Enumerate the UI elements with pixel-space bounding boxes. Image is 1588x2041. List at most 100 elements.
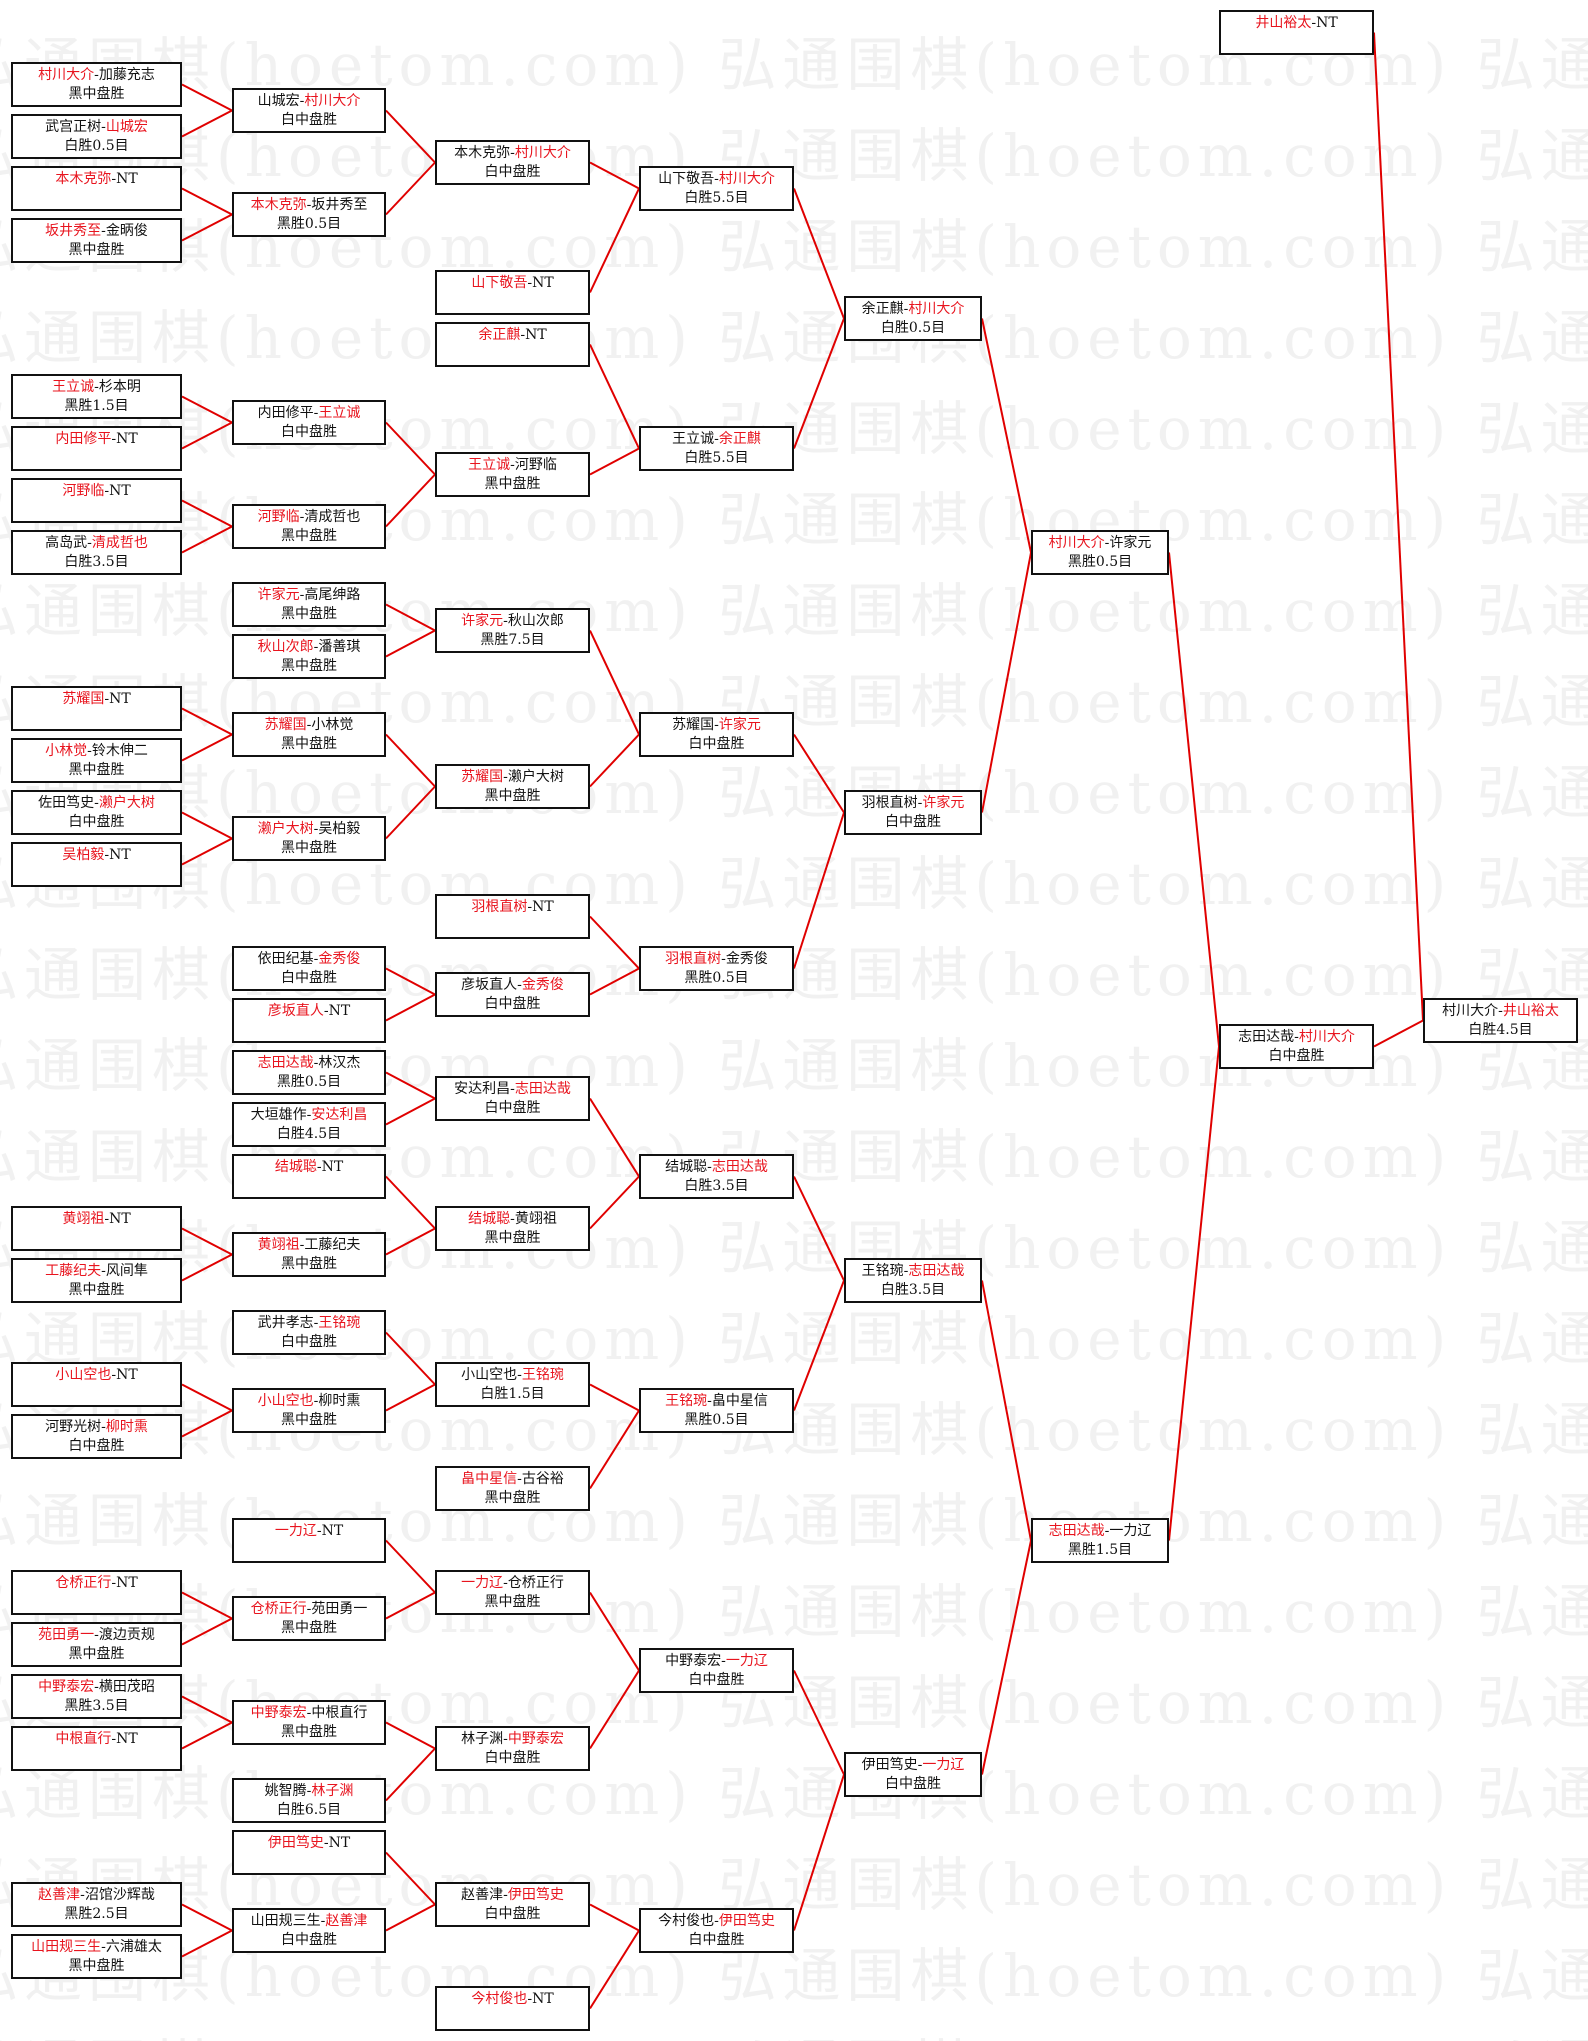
match-result: 黑胜0.5目 [276,216,342,232]
match-box: 王铭琬-志田达哉白胜3.5目 [844,1258,982,1303]
separator: - [503,769,508,785]
player-1: 依田纪基 [257,951,314,967]
connector-line [981,1280,1032,1541]
match-result: 黑中盘胜 [281,1724,337,1740]
match-players: 苏耀国-NT [62,691,130,707]
separator: - [306,1783,312,1799]
player-1: 苏耀国 [62,691,105,707]
player-1: 苏耀国 [264,717,307,733]
connector-line [589,915,640,970]
player-2: 山城宏 [105,119,148,135]
player-2: 金秀俊 [725,951,768,967]
match-box: 河野光树-柳时熏白中盘胜 [11,1414,182,1459]
match-players: 羽根直树-NT [471,899,553,915]
player-2: 潘善琪 [318,639,361,655]
match-box: 秋山次郎-潘善琪黑中盘胜 [232,634,386,679]
connector-line [181,1617,233,1646]
match-box: 小林觉-铃木伸二黑中盘胜 [11,738,182,783]
player-2: NT [532,1991,554,2007]
player-1: 河野临 [62,483,105,499]
player-2: 一力辽 [725,1653,768,1669]
player-1: 大垣雄作 [250,1107,307,1123]
connector-line [589,1591,640,1672]
match-box: 内田修平-NT [11,426,182,471]
player-2: 濑户大树 [98,795,155,811]
player-2: 柳时熏 [105,1419,148,1435]
player-1: 村川大介 [38,67,95,83]
match-box: 今村俊也-NT [435,1986,590,2031]
match-players: 王铭琬-志田达哉 [862,1263,965,1279]
player-1: 本木克弥 [250,197,307,213]
separator: - [306,1601,312,1617]
separator: - [101,1419,106,1435]
connector-line [181,1721,233,1750]
match-box: 中野泰宏-一力辽白中盘胜 [639,1648,794,1693]
connector-line [589,1383,640,1412]
separator: - [299,509,305,525]
player-2: 杉本明 [98,379,141,395]
match-result: 白胜6.5目 [276,1802,342,1818]
separator: - [111,431,117,447]
match-players: 羽根直树-许家元 [862,795,965,811]
match-result: 黑胜2.5目 [64,1906,129,1922]
separator: - [87,743,92,759]
match-players: 黄翊祖-NT [62,1211,130,1227]
match-players: 小林觉-铃木伸二 [45,743,148,759]
match-result: 黑中盘胜 [68,1958,125,1974]
player-2: 王铭琬 [521,1367,564,1383]
match-result: 白中盘胜 [688,736,745,752]
match-players: 中野泰宏-一力辽 [665,1653,768,1669]
separator: - [503,1575,508,1591]
match-result: 白中盘胜 [885,1776,941,1792]
match-box: 苑田勇一-渡边贡规黑中盘胜 [11,1622,182,1667]
match-result: 白中盘胜 [885,814,941,830]
match-result: 黑胜1.5目 [1067,1542,1133,1558]
player-2: 赵善津 [325,1913,368,1929]
match-result: 白中盘胜 [281,424,337,440]
connector-line [793,733,845,814]
player-1: 佐田笃史 [38,795,95,811]
match-box: 羽根直树-金秀俊黑胜0.5目 [639,946,794,991]
connector-line [589,1903,640,1932]
connector-line [589,1409,640,1490]
player-2: NT [328,1835,351,1851]
connector-line [589,733,640,788]
match-result: 黑中盘胜 [68,1646,125,1662]
match-result: 白中盘胜 [484,1906,541,1922]
match-players: 志田达哉-村川大介 [1238,1029,1355,1045]
player-2: 志田达哉 [711,1159,768,1175]
player-1: 志田达哉 [1238,1029,1295,1045]
player-1: 赵善津 [461,1887,504,1903]
match-box: 武井孝志-王铭琬白中盘胜 [232,1310,386,1355]
match-players: 畠中星信-古谷裕 [461,1471,564,1487]
connector-line [385,1721,436,1750]
separator: - [306,717,312,733]
connector-line [793,812,845,969]
separator: - [80,1887,85,1903]
player-2: 清成哲也 [304,509,361,525]
match-players: 河野临-清成哲也 [258,509,361,525]
match-box: 苏耀国-濑户大树黑中盘胜 [435,764,590,809]
separator: - [313,1393,319,1409]
connector-line [385,993,436,1022]
separator: - [94,1679,99,1695]
match-players: 王立诚-河野临 [468,457,557,473]
match-box: 村川大介-加藤充志黑中盘胜 [11,62,182,107]
match-result: 黑中盘胜 [281,1620,337,1636]
connector-line [385,629,436,658]
match-box: 苏耀国-小林觉黑中盘胜 [232,712,386,757]
separator: - [313,821,319,837]
player-1: 余正麒 [861,301,904,317]
match-box: 志田达哉-村川大介白中盘胜 [1219,1024,1374,1069]
player-1: 赵善津 [38,1887,81,1903]
match-result: 黑中盘胜 [484,1230,541,1246]
connector-line [181,421,233,450]
player-2: 仓桥正行 [507,1575,564,1591]
connector-line [181,109,233,138]
match-players: 赵善津-沼馆沙辉哉 [38,1887,155,1903]
connector-line [589,344,640,449]
match-box: 高岛武-清成哲也白胜3.5目 [11,530,182,575]
player-1: 小山空也 [55,1367,112,1383]
match-result: 黑中盘胜 [281,606,337,622]
match-result: 黑中盘胜 [281,1256,337,1272]
